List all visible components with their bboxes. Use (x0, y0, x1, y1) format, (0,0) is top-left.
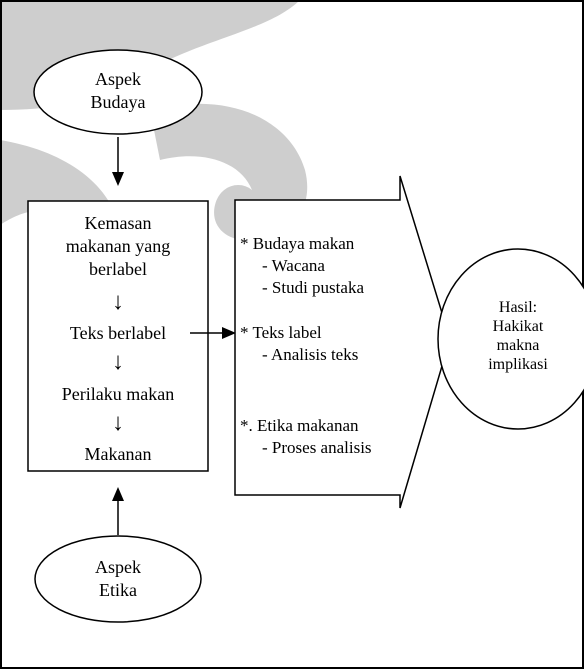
analysis-group-teks-sub1: - Analisis teks (262, 345, 359, 364)
process-item-teks-berlabel: Teks berlabel (69, 323, 167, 343)
aspek-etika-label: Aspek Etika (95, 557, 141, 600)
down-arrow-icon: ↓ (112, 410, 124, 436)
arrow-budaya-to-process (112, 137, 124, 186)
result-label: Hasil: Hakikat makna implikasi (488, 299, 548, 373)
analysis-group-etika-sub1: - Proses analisis (262, 438, 372, 457)
result-circle (437, 248, 584, 430)
analysis-group-etika-title: *. Etika makanan (240, 416, 359, 435)
down-arrow-icon: ↓ (112, 289, 124, 315)
process-item-kemasan: Kemasan makanan yang berlabel (65, 213, 171, 279)
process-item-perilaku-makan: Perilaku makan (61, 384, 175, 404)
arrow-etika-to-process (112, 487, 124, 535)
analysis-arrow-shape (234, 175, 451, 509)
aspek-etika-ellipse (34, 535, 202, 623)
aspek-budaya-ellipse (33, 49, 203, 135)
analysis-group-budaya-sub1: - Wacana (262, 256, 325, 275)
analysis-group-budaya-sub2: - Studi pustaka (262, 278, 364, 297)
process-item-makanan: Makanan (84, 444, 152, 464)
down-arrow-icon: ↓ (112, 349, 124, 375)
analysis-group-teks-title: * Teks label (240, 323, 322, 342)
arrow-process-to-analysis (190, 327, 236, 339)
process-box (27, 200, 209, 472)
aspek-budaya-label: Aspek Budaya (90, 69, 146, 112)
analysis-group-budaya-title: * Budaya makan (240, 234, 355, 253)
